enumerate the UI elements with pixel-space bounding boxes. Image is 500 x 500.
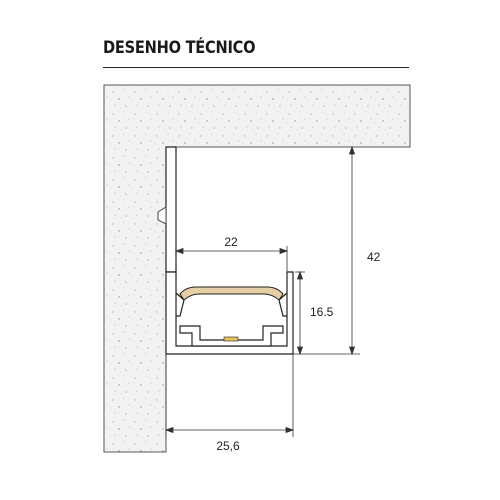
dimension-total-width [164, 354, 295, 437]
screw-anchor [157, 206, 167, 225]
page-title: DESENHO TÉCNICO [103, 38, 256, 58]
profile-flange [165, 146, 177, 273]
dimension-label-inner-width: 22 [224, 235, 238, 249]
dimension-label-total-height: 42 [367, 250, 381, 264]
title-underline [103, 67, 409, 68]
diffuser [179, 286, 284, 301]
dimension-inner-width [174, 246, 289, 272]
concrete-texture [104, 85, 410, 452]
dimension-label-total-width: 25,6 [216, 439, 240, 453]
dimension-label-channel-height: 16.5 [310, 305, 334, 319]
dimension-total-height [293, 145, 360, 356]
left-clip [175, 292, 185, 317]
right-clip [278, 292, 288, 317]
led-holder [179, 325, 284, 347]
dimension-channel-height [295, 270, 305, 356]
led-strip [223, 336, 239, 342]
